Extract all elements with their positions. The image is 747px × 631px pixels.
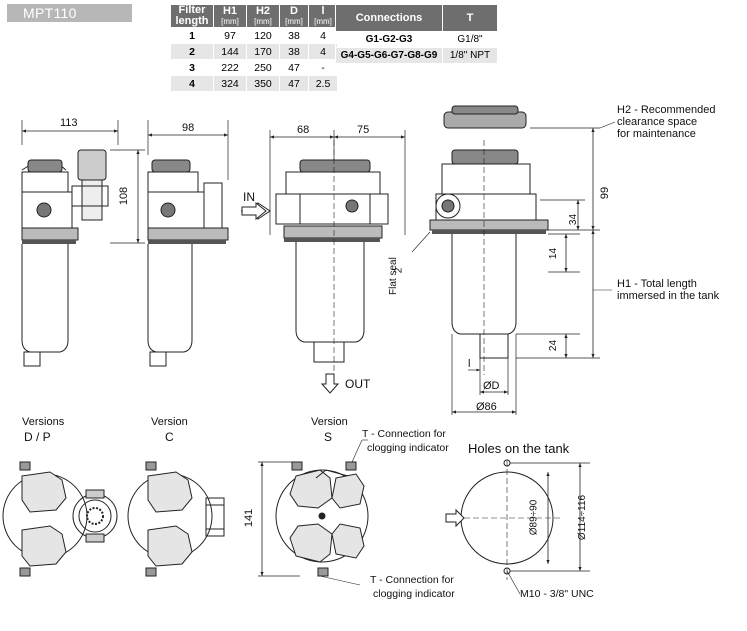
cell-h2: 170 (246, 43, 280, 60)
dim-14: 14 (548, 247, 560, 260)
connections-header: Connections T (335, 4, 498, 32)
h2-note-line1: H2 - Recommended (617, 104, 716, 116)
cell-l: 2.5 (308, 75, 338, 92)
dim-l: l (468, 358, 471, 370)
cell-h2: 350 (246, 75, 280, 92)
filter-view-2 (147, 159, 229, 367)
cell-l: 4 (308, 43, 338, 60)
table-row: 3 222 250 47 - (170, 59, 338, 76)
spec-table: Filter length H1[mm] H2[mm] D[mm] l[mm] … (170, 4, 338, 92)
table-row: 4 324 350 47 2.5 (170, 75, 338, 92)
version-c-line2: C (165, 430, 174, 444)
t-conn-bottom-line1: T - Connection for (370, 574, 454, 586)
version-s-line2: S (324, 430, 333, 444)
dim-68: 68 (297, 124, 310, 136)
h2-note-line3: for maintenance (617, 128, 696, 140)
out-label: OUT (345, 377, 371, 391)
top-view-c (127, 461, 225, 577)
t-conn-top-line1: T - Connection for (362, 428, 446, 440)
header-d: D[mm] (279, 4, 309, 28)
cell-connections: G4-G5-G6-G7-G8-G9 (335, 47, 443, 64)
flat-seal-label: Flat seal (388, 257, 399, 295)
in-label: IN (243, 190, 255, 204)
version-s-line1: Version (311, 416, 348, 428)
dim-98: 98 (182, 122, 195, 134)
dim-34: 34 (568, 213, 580, 226)
table-row: G4-G5-G6-G7-G8-G9 1/8" NPT (335, 47, 498, 64)
t-conn-bottom-line2: clogging indicator (373, 588, 455, 600)
dim-113: 113 (60, 117, 78, 129)
header-t: T (442, 4, 498, 32)
version-c-line1: Version (151, 416, 188, 428)
dim-86: Ø86 (476, 401, 497, 413)
dim-99: 99 (599, 186, 612, 200)
dim-141: 141 (243, 508, 256, 528)
dim-108: 108 (118, 186, 131, 206)
header-h2: H2[mm] (246, 4, 280, 28)
top-view-s (275, 461, 369, 577)
versions-dp-line2: D / P (24, 430, 51, 444)
dim-holes-small: Ø89÷90 (528, 499, 540, 536)
t-conn-top-line2: clogging indicator (367, 442, 449, 454)
header-l: l[mm] (308, 4, 338, 28)
cell-length: 4 (170, 75, 214, 92)
header-length: Filter length (170, 4, 214, 28)
connections-table: Connections T G1-G2-G3 G1/8" G4-G5-G6-G7… (335, 4, 498, 64)
h1-note-line2: immersed in the tank (617, 290, 720, 302)
bolt-note: M10 - 3/8" UNC (520, 588, 594, 600)
dim-75: 75 (357, 124, 370, 136)
filter-view-3 (275, 140, 389, 380)
top-view-dp (2, 461, 118, 577)
filter-view-4 (429, 105, 549, 375)
versions-dp-line1: Versions (22, 416, 65, 428)
cell-l: - (308, 59, 338, 76)
cell-h1: 324 (213, 75, 247, 92)
filter-view-1 (21, 149, 109, 367)
product-title: MPT110 (7, 4, 132, 22)
cell-d: 38 (279, 43, 309, 60)
h1-note-line1: H1 - Total length (617, 278, 697, 290)
h2-note-line2: clearance space (617, 116, 698, 128)
cell-t: 1/8" NPT (442, 47, 498, 64)
dim-24: 24 (548, 339, 560, 352)
holes-title: Holes on the tank (468, 441, 570, 456)
header-connections: Connections (335, 4, 443, 32)
table-row: 2 144 170 38 4 (170, 43, 338, 60)
tank-holes-view (455, 459, 560, 580)
cell-d: 47 (279, 75, 309, 92)
dim-holes-large: Ø114÷116 (577, 494, 589, 541)
dim-d: ØD (483, 380, 500, 392)
